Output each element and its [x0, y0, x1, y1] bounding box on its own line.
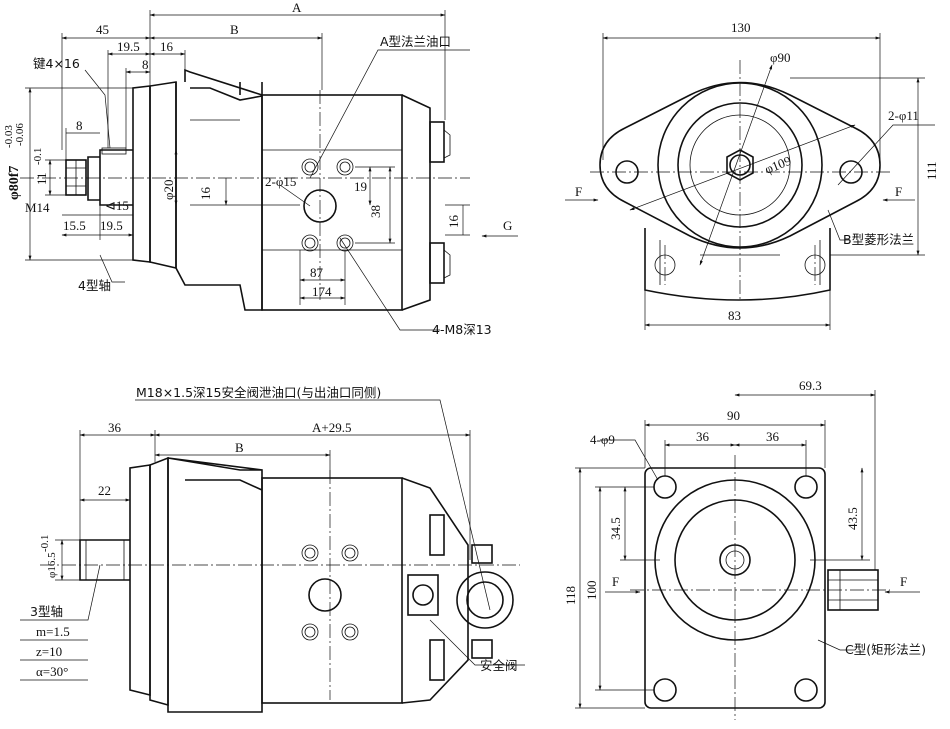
dim-87: 87 — [310, 265, 324, 280]
phi109: φ109 — [763, 153, 794, 177]
dim-A-29-5: A+29.5 — [312, 420, 351, 435]
dim-11: 11 — [34, 172, 49, 185]
dim-36: 36 — [108, 420, 122, 435]
F-right-bottom: F — [900, 574, 907, 589]
bottom-right-view: 69.3 90 4-φ9 36 36 34.5 43.5 118 100 F F… — [563, 378, 926, 720]
dim-B-bottom: B — [235, 440, 244, 455]
flange-B-label: B型菱形法兰 — [843, 232, 914, 247]
dim-B: B — [230, 22, 239, 37]
dim-83: 83 — [728, 308, 741, 323]
key-label: 键4×16 — [33, 56, 80, 71]
dim-8-left: 8 — [76, 118, 83, 133]
dim-16-mid: 16 — [198, 187, 213, 201]
dim-34-5: 34.5 — [608, 517, 623, 540]
top-left-view: A 45 B 19.5 16 8 键4×16 φ80f7 -0.03 -0.06… — [3, 0, 518, 337]
tap-label: 4-M8深13 — [432, 322, 492, 337]
dim-118: 118 — [563, 586, 578, 605]
dim-19-5-bot: 19.5 — [100, 218, 123, 233]
phi80-tol-lower: -0.06 — [14, 123, 26, 146]
safety-valve-label: 安全阀 — [480, 658, 518, 673]
top-right-view: 130 φ90 φ109 2-φ11 111 F F B型菱形法兰 83 — [565, 20, 939, 330]
dim-19: 19 — [354, 179, 367, 194]
dim-19-5-top: 19.5 — [117, 39, 140, 54]
phi16-5-tol: -0.1 — [39, 535, 51, 552]
dim-43-5: 43.5 — [845, 507, 860, 530]
teeth-z: z=10 — [36, 644, 62, 659]
bottom-left-view: M18×1.5深15安全阀泄油口(与出油口同侧) 36 A+29.5 B 22 … — [20, 385, 525, 713]
F-left-top: F — [575, 184, 582, 199]
dim-M14: M14 — [25, 200, 50, 215]
dim-38: 38 — [368, 205, 383, 218]
phi90: φ90 — [770, 50, 791, 65]
dim-16-right: 16 — [446, 215, 461, 229]
phi80-tol-upper: -0.03 — [3, 125, 15, 148]
phi80-label: φ80f7 — [7, 166, 22, 200]
relief-drain-label: M18×1.5深15安全阀泄油口(与出油口同侧) — [136, 385, 381, 400]
dim-45: 45 — [96, 22, 109, 37]
dim-A: A — [292, 0, 302, 15]
pressure-angle: α=30° — [36, 664, 68, 679]
module-m: m=1.5 — [36, 624, 70, 639]
port-A-label: A型法兰油口 — [380, 34, 451, 49]
phi9: 4-φ9 — [590, 432, 615, 447]
shaft-type-3: 3型轴 — [30, 604, 63, 619]
dim-15-5: 15.5 — [63, 218, 86, 233]
dim-69-3: 69.3 — [799, 378, 822, 393]
dim-22: 22 — [98, 483, 111, 498]
G-label: G — [503, 218, 512, 233]
flange-C-label: C型(矩形法兰) — [845, 642, 926, 657]
dim-36b: 36 — [766, 429, 780, 444]
F-left-bottom: F — [612, 574, 619, 589]
phi11: 2-φ11 — [888, 108, 919, 123]
shaft-type-4: 4型轴 — [78, 278, 111, 293]
dim-36a: 36 — [696, 429, 710, 444]
dim-16-top: 16 — [160, 39, 174, 54]
dim-100: 100 — [584, 581, 599, 601]
F-right-top: F — [895, 184, 902, 199]
dim-taper: ⊲15 — [105, 198, 129, 213]
dim-174: 174 — [312, 284, 332, 299]
dim-11-tol: -0.1 — [32, 148, 44, 165]
phi16-5: φ16.5 — [46, 552, 58, 578]
phi20-label: φ20 — [161, 179, 176, 200]
dim-8-top: 8 — [142, 57, 149, 72]
dim-90: 90 — [727, 408, 740, 423]
dim-111: 111 — [924, 161, 939, 180]
phi15-label: 2-φ15 — [265, 174, 296, 189]
dim-130: 130 — [731, 20, 751, 35]
